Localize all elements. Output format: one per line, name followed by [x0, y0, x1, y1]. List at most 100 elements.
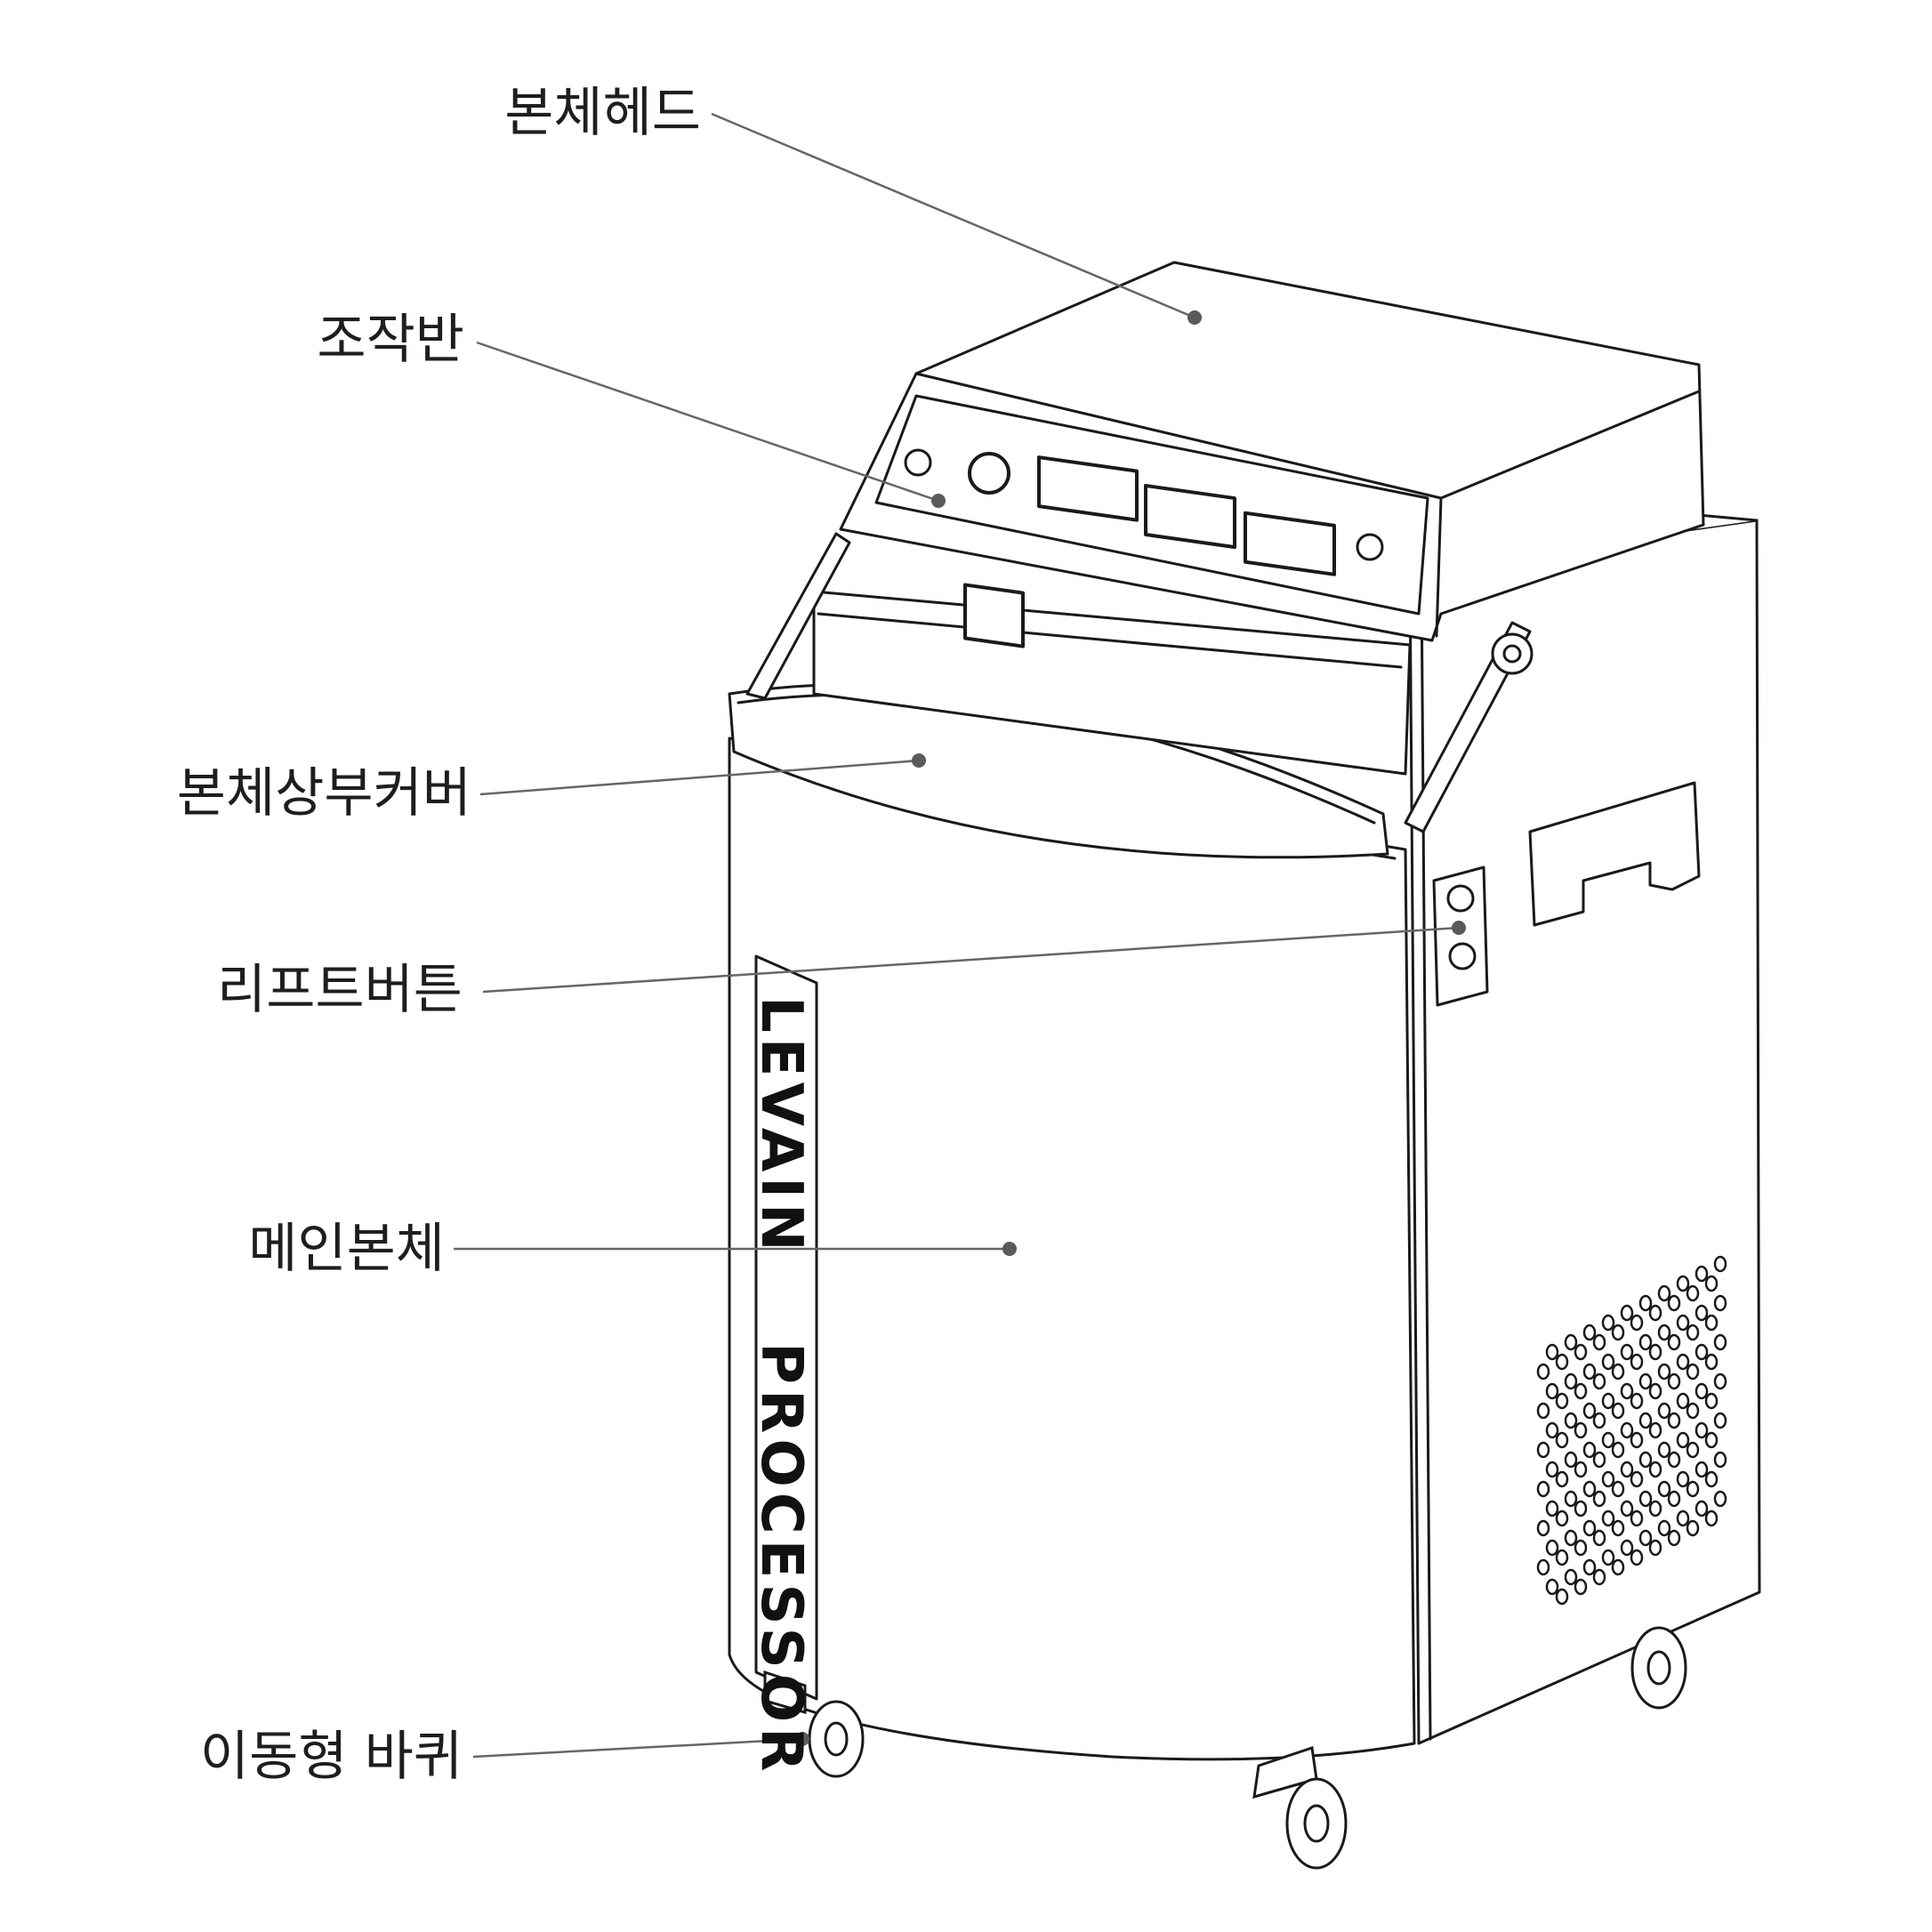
body-head — [839, 261, 1705, 642]
brand-text: LEVAIN PROCESSOR — [748, 996, 814, 1776]
vent-hole — [1555, 1431, 1569, 1449]
vent-hole — [1592, 1373, 1606, 1390]
vent-hole — [1611, 1441, 1625, 1459]
vent-hole — [1545, 1421, 1559, 1439]
vent-hole — [1704, 1353, 1719, 1371]
vent-hole — [1574, 1500, 1588, 1517]
vent-hole — [1611, 1558, 1625, 1576]
lift-arm-left — [745, 532, 851, 700]
vent-hole — [1611, 1519, 1625, 1537]
vent-hole — [1601, 1353, 1615, 1371]
vent-hole — [1704, 1470, 1719, 1488]
vent-hole — [1638, 1451, 1653, 1469]
label-lift-button: 리프트버튼 — [217, 959, 463, 1021]
vent-hole — [1695, 1461, 1709, 1478]
vent-hole — [1564, 1529, 1578, 1547]
vent-hole — [1545, 1461, 1559, 1478]
vent-hole — [1686, 1284, 1700, 1302]
vent-hole — [1657, 1284, 1671, 1302]
vent-hole — [1564, 1490, 1578, 1508]
vent-hole — [1667, 1412, 1681, 1429]
brand-word-2: PROCESSOR — [748, 1342, 814, 1777]
vent-hole — [1648, 1421, 1662, 1439]
vent-hole — [1676, 1470, 1690, 1488]
vent-hole — [1638, 1294, 1653, 1312]
vent-hole — [1545, 1500, 1559, 1517]
vent-hole — [1676, 1392, 1690, 1410]
vent-hole — [1676, 1353, 1690, 1371]
vent-hole — [1582, 1558, 1597, 1576]
vent-hole — [1676, 1509, 1690, 1527]
vent-hole — [1630, 1549, 1644, 1566]
vent-hole — [1648, 1343, 1662, 1361]
vent-hole — [1676, 1431, 1690, 1449]
vent-hole — [1704, 1275, 1719, 1292]
callout-dot-main-body — [1002, 1242, 1017, 1256]
vent-hole — [1536, 1441, 1550, 1459]
vent-hole — [1582, 1402, 1597, 1420]
vent-hole — [1611, 1324, 1625, 1341]
vent-hole — [1630, 1431, 1644, 1449]
lift-arm-right — [1404, 621, 1532, 833]
vent-hole — [1657, 1480, 1671, 1498]
vent-hole — [1667, 1451, 1681, 1469]
callout-dot-control-panel — [931, 494, 946, 508]
vent-hole — [1555, 1353, 1569, 1371]
vent-hole — [1536, 1402, 1550, 1420]
vent-hole — [1657, 1441, 1671, 1459]
vent-hole — [1611, 1363, 1625, 1381]
leader-line-upper-cover — [479, 759, 920, 796]
label-control-panel: 조작반 — [317, 309, 464, 371]
vent-hole — [1667, 1294, 1681, 1312]
label-main-body: 메인본체 — [248, 1218, 445, 1280]
callout-dot-head — [1187, 310, 1202, 325]
vent-hole — [1630, 1353, 1644, 1371]
caster-front-left — [763, 1670, 865, 1778]
vent-hole — [1582, 1363, 1597, 1381]
vent-hole — [1713, 1490, 1727, 1508]
vent-hole — [1555, 1509, 1569, 1527]
vent-hole — [1545, 1539, 1559, 1557]
caster-front-right — [1252, 1746, 1348, 1870]
vent-hole — [1695, 1382, 1709, 1400]
side-handle — [1528, 781, 1701, 927]
vent-hole — [1620, 1500, 1634, 1517]
brand-strip — [754, 954, 818, 1701]
label-upper-cover: 본체상부커버 — [176, 762, 471, 825]
vent-hole — [1648, 1304, 1662, 1322]
vent-hole — [1620, 1304, 1634, 1322]
vent-hole — [1713, 1255, 1727, 1273]
brand-word-1: LEVAIN — [748, 996, 814, 1257]
vent-hole — [1564, 1412, 1578, 1429]
side-panel — [1408, 519, 1761, 1745]
vent-hole — [1667, 1490, 1681, 1508]
vent-hole — [1630, 1470, 1644, 1488]
vent-grille — [1536, 1255, 1727, 1606]
vent-hole — [1582, 1480, 1597, 1498]
vent-hole — [1564, 1451, 1578, 1469]
vent-hole — [1704, 1314, 1719, 1332]
vent-hole — [1657, 1402, 1671, 1420]
vent-hole — [1686, 1402, 1700, 1420]
vent-hole — [1695, 1343, 1709, 1361]
leader-line-lift-button — [482, 926, 1460, 994]
vent-hole — [1564, 1568, 1578, 1586]
leader-line-control-panel — [476, 341, 939, 503]
vent-hole — [1638, 1333, 1653, 1351]
callout-dot-upper-cover — [912, 753, 926, 768]
callout-dot-casters — [795, 1732, 809, 1746]
vent-hole — [1574, 1421, 1588, 1439]
vent-hole — [1574, 1343, 1588, 1361]
vent-hole — [1601, 1509, 1615, 1527]
vent-hole — [1555, 1588, 1569, 1606]
vent-hole — [1536, 1558, 1550, 1576]
vent-hole — [1601, 1470, 1615, 1488]
vent-hole — [1686, 1441, 1700, 1459]
vent-hole — [1592, 1568, 1606, 1586]
vent-hole — [1648, 1539, 1662, 1557]
vent-hole — [1592, 1412, 1606, 1429]
vent-hole — [1582, 1519, 1597, 1537]
vent-hole — [1574, 1461, 1588, 1478]
vent-hole — [1545, 1382, 1559, 1400]
vent-hole — [1630, 1392, 1644, 1410]
